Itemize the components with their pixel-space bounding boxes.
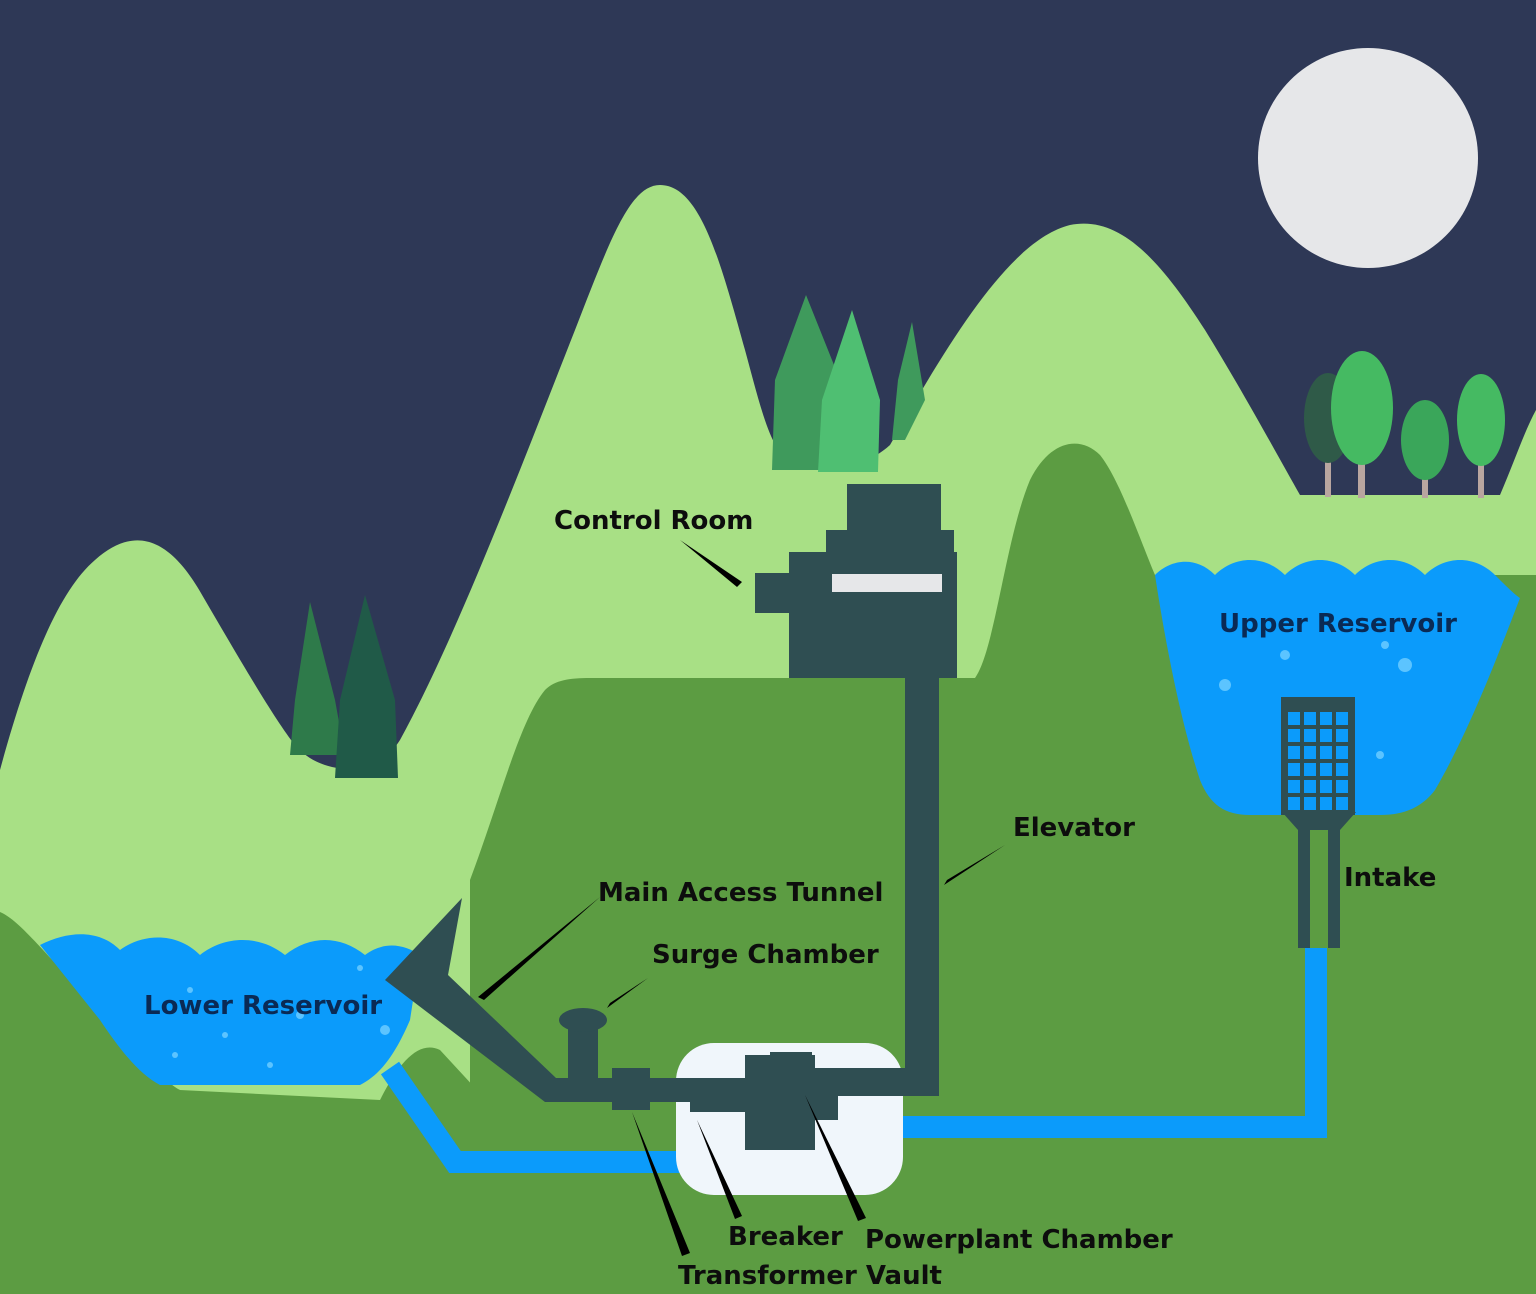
grille-cell <box>1336 797 1348 810</box>
leader-powerplant-chamber <box>805 1095 866 1221</box>
leader-lines <box>478 540 1005 1256</box>
label-upper-reservoir: Upper Reservoir <box>1219 609 1457 639</box>
conifer-trees-center <box>772 295 925 472</box>
control-room-body <box>789 552 957 678</box>
tree-trunk <box>1325 445 1331 497</box>
bubble <box>296 1011 304 1019</box>
label-main-access-tunnel: Main Access Tunnel <box>598 878 883 908</box>
grille-cell <box>1288 746 1300 759</box>
label-powerplant-chamber: Powerplant Chamber <box>865 1225 1173 1255</box>
water-bubbles <box>172 641 1412 1068</box>
conifer-trees-left <box>290 595 398 778</box>
bubble <box>1376 751 1384 759</box>
conifer-tree <box>818 310 880 472</box>
elevator-link <box>820 1068 939 1096</box>
surge-chamber-shaft <box>568 1024 598 1082</box>
conifer-tree <box>335 595 398 778</box>
bubble <box>357 965 363 971</box>
upper-reservoir-water <box>1155 560 1520 815</box>
conifer-tree <box>892 322 925 440</box>
grille-cell <box>1288 712 1300 725</box>
grille-cell <box>1304 763 1316 776</box>
tree-crown <box>1331 351 1393 465</box>
intake-grille-icon <box>1288 712 1348 810</box>
bubble <box>380 1025 390 1035</box>
label-intake: Intake <box>1344 863 1436 893</box>
bubble <box>1280 650 1290 660</box>
elevator-shaft <box>905 676 939 1096</box>
intake-neck <box>1282 812 1356 830</box>
control-room-side <box>755 573 795 613</box>
breaker-box <box>690 1078 750 1112</box>
grille-cell <box>1304 797 1316 810</box>
grille-cell <box>1288 763 1300 776</box>
label-transformer-vault: Transformer Vault <box>678 1261 942 1291</box>
label-lower-reservoir: Lower Reservoir <box>144 991 382 1021</box>
label-breaker: Breaker <box>728 1222 843 1252</box>
headrace-tunnel <box>810 948 1327 1138</box>
grille-cell <box>1320 780 1332 793</box>
control-room-window <box>832 574 942 592</box>
grille-cell <box>1304 712 1316 725</box>
leader-elevator <box>944 845 1005 885</box>
label-elevator: Elevator <box>1013 813 1135 843</box>
intake-shaft-left <box>1298 830 1310 948</box>
grille-cell <box>1288 797 1300 810</box>
grille-cell <box>1336 729 1348 742</box>
grille-cell <box>1336 746 1348 759</box>
leader-control-room <box>680 540 742 587</box>
bubble <box>187 987 193 993</box>
grille-cell <box>1320 763 1332 776</box>
grille-cell <box>1304 746 1316 759</box>
tree-trunk <box>1478 445 1484 498</box>
turbine-block <box>800 1068 838 1120</box>
leader-transformer-vault <box>632 1112 690 1256</box>
grille-cell <box>1304 729 1316 742</box>
leader-main-access-tunnel <box>478 897 600 1000</box>
grille-cell <box>1320 712 1332 725</box>
grille-cell <box>1336 712 1348 725</box>
intake-shaft-right <box>1328 830 1340 948</box>
control-room-building <box>755 484 957 678</box>
label-control-room: Control Room <box>554 506 753 536</box>
grille-cell <box>1320 729 1332 742</box>
leader-breaker <box>697 1120 742 1219</box>
conifer-tree <box>290 602 345 755</box>
main-access-tunnel <box>385 898 556 1102</box>
grille-cell <box>1288 729 1300 742</box>
bubble <box>1381 641 1389 649</box>
grille-cell <box>1336 780 1348 793</box>
grille-cell <box>1336 763 1348 776</box>
tree-crown <box>1401 400 1449 480</box>
grille-cell <box>1320 746 1332 759</box>
bubble <box>267 1062 273 1068</box>
grille-cell <box>1304 780 1316 793</box>
deciduous-trees-right <box>1304 351 1505 498</box>
lower-reservoir-water <box>40 934 420 1085</box>
tree-crown <box>1457 374 1505 466</box>
surge-chamber-cap <box>559 1008 607 1032</box>
bubble <box>1219 679 1231 691</box>
moon-icon <box>1258 48 1478 268</box>
grille-cell <box>1320 797 1332 810</box>
bubble <box>172 1052 178 1058</box>
label-surge-chamber: Surge Chamber <box>652 940 879 970</box>
tree-trunk <box>1358 440 1365 498</box>
bubble <box>222 1032 228 1038</box>
foreground-hill <box>0 912 1536 1294</box>
leader-surge-chamber <box>607 978 648 1008</box>
transformer-vault <box>612 1068 650 1110</box>
grille-cell <box>1288 780 1300 793</box>
bubble <box>1398 658 1412 672</box>
